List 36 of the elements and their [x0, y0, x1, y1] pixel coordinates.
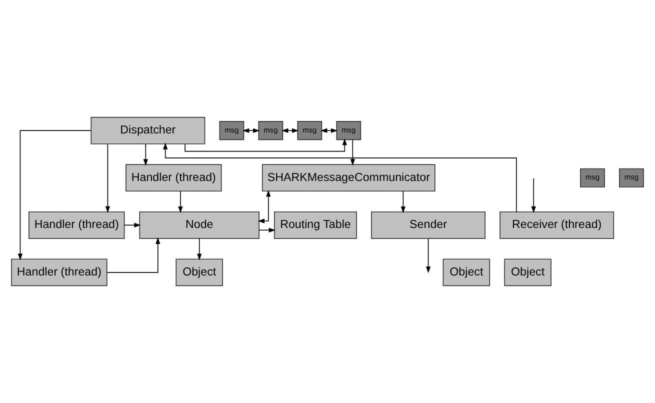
arrow: [258, 190, 271, 224]
node-box: msg: [580, 168, 605, 188]
node-box: Routing Table: [274, 211, 357, 239]
arrow: [258, 228, 276, 232]
node-box: msg: [336, 121, 362, 140]
node-box: Sender: [371, 211, 486, 239]
node-box: Node: [139, 211, 260, 239]
node-box: Handler (thread): [126, 164, 222, 192]
arrow: [531, 178, 536, 213]
node-box: Object: [442, 258, 490, 286]
node-box: SHARKMessageCommunicator: [262, 164, 436, 192]
arrow: [18, 130, 92, 260]
arrow: [350, 140, 355, 166]
arrow: [105, 144, 110, 213]
arrow: [320, 128, 338, 133]
arrow: [178, 190, 183, 214]
node-box: Handler (thread): [28, 211, 125, 239]
arrow: [143, 144, 148, 166]
node-box: Handler (thread): [11, 258, 108, 286]
arrow: [163, 142, 517, 212]
arrow: [242, 128, 260, 133]
node-box: Dispatcher: [90, 116, 206, 144]
node-box: msg: [258, 121, 284, 140]
arrow: [197, 238, 202, 260]
node-box: Object: [176, 258, 223, 286]
arrow: [106, 237, 160, 273]
arrow: [282, 128, 299, 133]
arrow: [184, 138, 347, 152]
arrow: [426, 238, 431, 274]
node-box: Receiver (thread): [500, 211, 614, 239]
arrow: [124, 222, 141, 228]
node-box: msg: [297, 121, 322, 140]
node-box: msg: [619, 168, 644, 188]
arrow: [400, 190, 406, 214]
node-box: msg: [219, 121, 244, 140]
node-box: Object: [504, 258, 552, 286]
